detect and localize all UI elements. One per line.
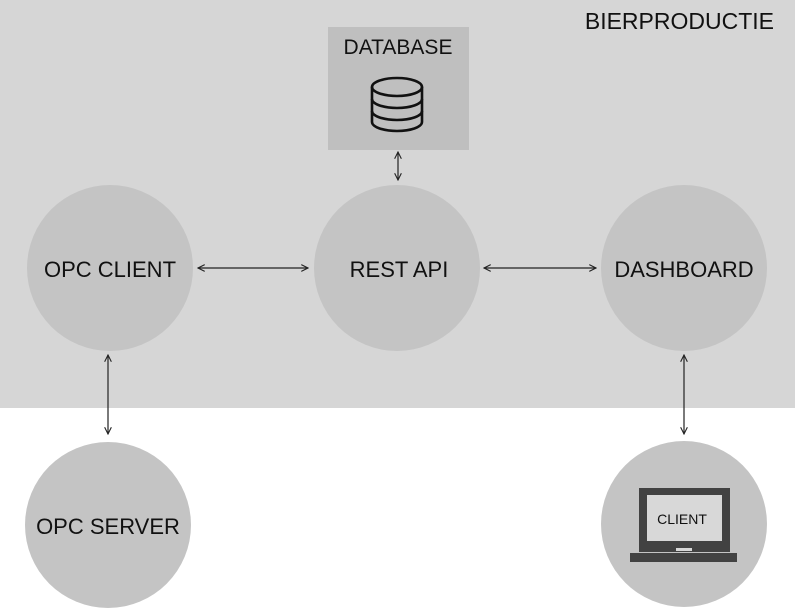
- dashboard-label: DASHBOARD: [614, 257, 753, 282]
- client-label: CLIENT: [657, 511, 707, 527]
- rest-api-node[interactable]: REST API: [314, 185, 480, 351]
- system-region-label: BIERPRODUCTIE: [585, 8, 774, 34]
- database-icon: [370, 76, 424, 133]
- opc-server-node[interactable]: OPC SERVER: [25, 442, 191, 608]
- database-label: DATABASE: [344, 36, 453, 59]
- client-node[interactable]: CLIENT: [601, 441, 767, 607]
- connections: [108, 152, 684, 434]
- rest-api-label: REST API: [350, 257, 449, 282]
- opc-server-label: OPC SERVER: [36, 514, 180, 539]
- opc-client-node[interactable]: OPC CLIENT: [27, 185, 193, 351]
- opc-client-label: OPC CLIENT: [44, 257, 176, 282]
- database-node[interactable]: DATABASE: [328, 27, 469, 150]
- laptop-icon: [630, 488, 737, 562]
- dashboard-node[interactable]: DASHBOARD: [601, 185, 767, 351]
